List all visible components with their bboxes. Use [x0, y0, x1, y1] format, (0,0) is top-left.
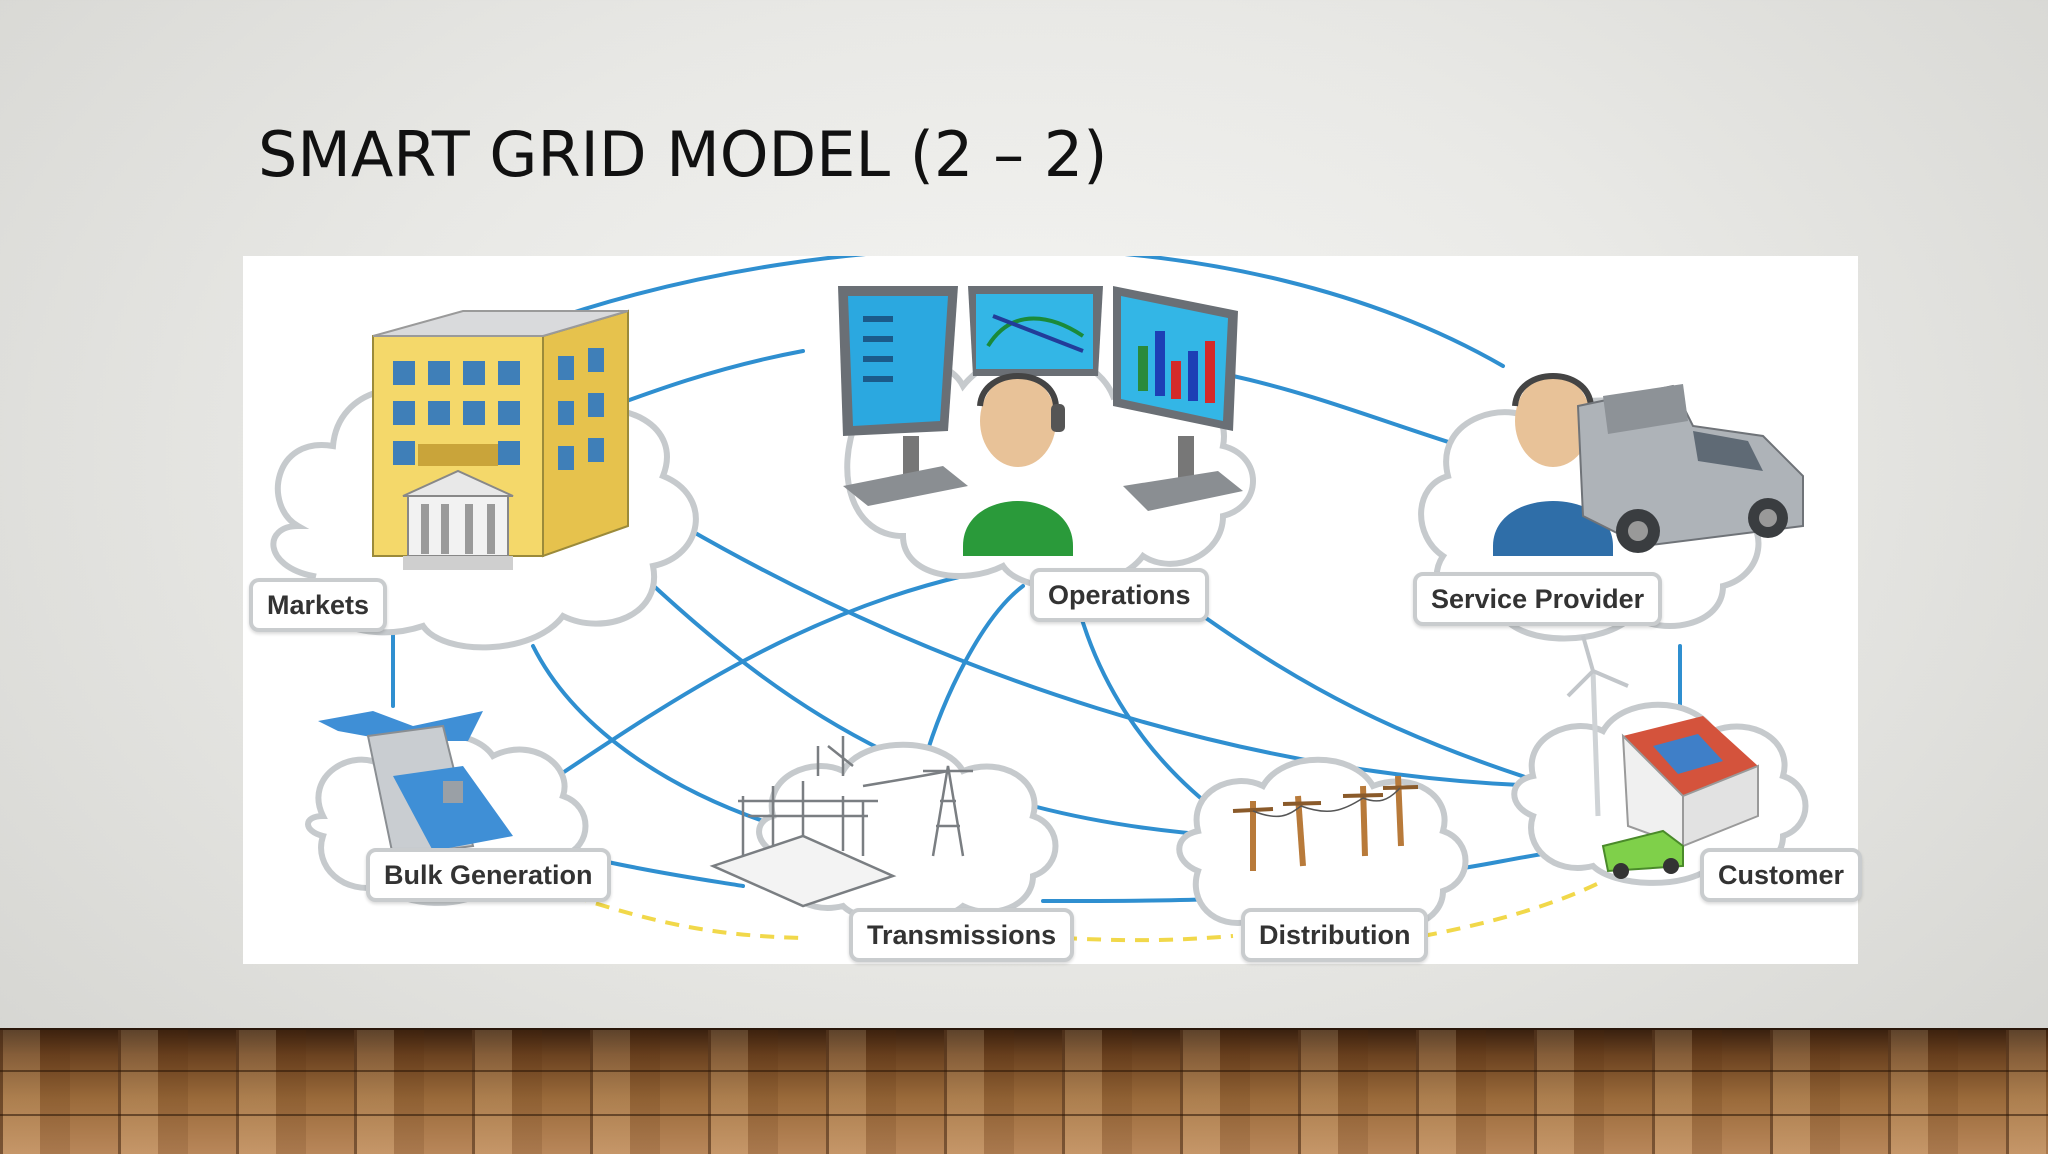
- market-building-icon: [372, 309, 629, 570]
- link-markets-serviceprovider: [531, 256, 1505, 368]
- markets-label: Markets: [249, 578, 388, 632]
- substation-tower-icon: [709, 736, 973, 908]
- link-bulk-transmissions: [601, 859, 745, 888]
- floor-seam: [0, 1070, 2048, 1072]
- link-transmissions-distribution: [1041, 897, 1215, 903]
- link-transmissions-operations: [921, 584, 1025, 768]
- link-operations-customer: [1201, 614, 1555, 788]
- customer-label: Customer: [1700, 848, 1863, 902]
- house-turbine-icon: [1566, 635, 1759, 879]
- distribution-label: Distribution: [1241, 908, 1429, 962]
- service-provider-label: Service Provider: [1413, 572, 1663, 626]
- bulk-generation-label: Bulk Generation: [366, 848, 611, 902]
- wood-floor: [0, 1028, 2048, 1154]
- operations-label: Operations: [1030, 568, 1209, 622]
- link-markets-transmissions: [531, 644, 765, 823]
- link-bulk-operations: [541, 574, 965, 788]
- link-markets-customer: [681, 524, 1545, 788]
- power-flow-path: [572, 879, 1604, 943]
- transmissions-label: Transmissions: [849, 908, 1075, 962]
- utility-poles-icon: [1232, 775, 1419, 871]
- diagram-canvas: [270, 256, 1809, 943]
- operator-monitors-icon: [838, 286, 1243, 556]
- floor-seam: [0, 1114, 2048, 1116]
- service-truck-icon: [1493, 373, 1804, 556]
- slide-title: SMART GRID MODEL (2 – 2): [258, 118, 1108, 191]
- smart-grid-diagram: Markets Operations Service Provider Bulk…: [243, 256, 1863, 964]
- hydro-dam-icon: [318, 711, 513, 858]
